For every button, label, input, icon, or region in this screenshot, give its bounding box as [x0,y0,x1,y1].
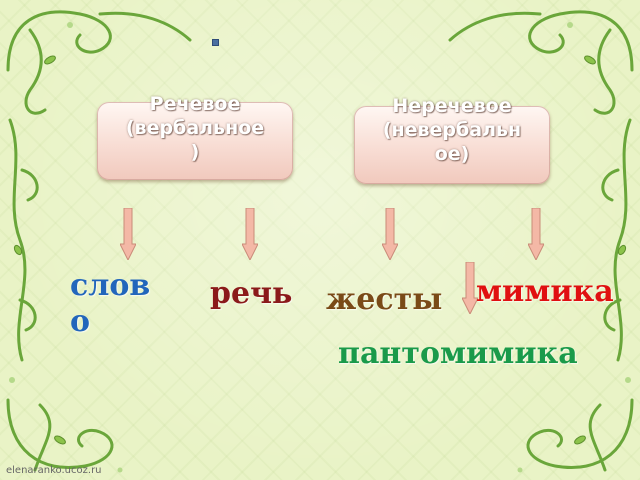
nonverbal-label: Неречевое (невербальн ое) [382,95,522,165]
word-pantomimika: пантомимика [338,336,578,371]
nonverbal-box [354,106,550,184]
down-arrow-icon [382,208,398,260]
down-arrow-icon [462,262,478,314]
verbal-label: Речевое (вербальное ) [125,93,265,163]
word-zhesty: жесты [326,282,443,317]
down-arrow-icon [242,208,258,260]
bullet-marker [212,39,219,46]
word-rech: речь [210,276,293,311]
down-arrow-icon [120,208,136,260]
watermark: elenaranko.ucoz.ru [6,465,102,476]
word-mimika: мимика [476,274,614,309]
down-arrow-icon [528,208,544,260]
word-slovo: слов о [70,268,151,339]
verbal-box [97,102,293,180]
